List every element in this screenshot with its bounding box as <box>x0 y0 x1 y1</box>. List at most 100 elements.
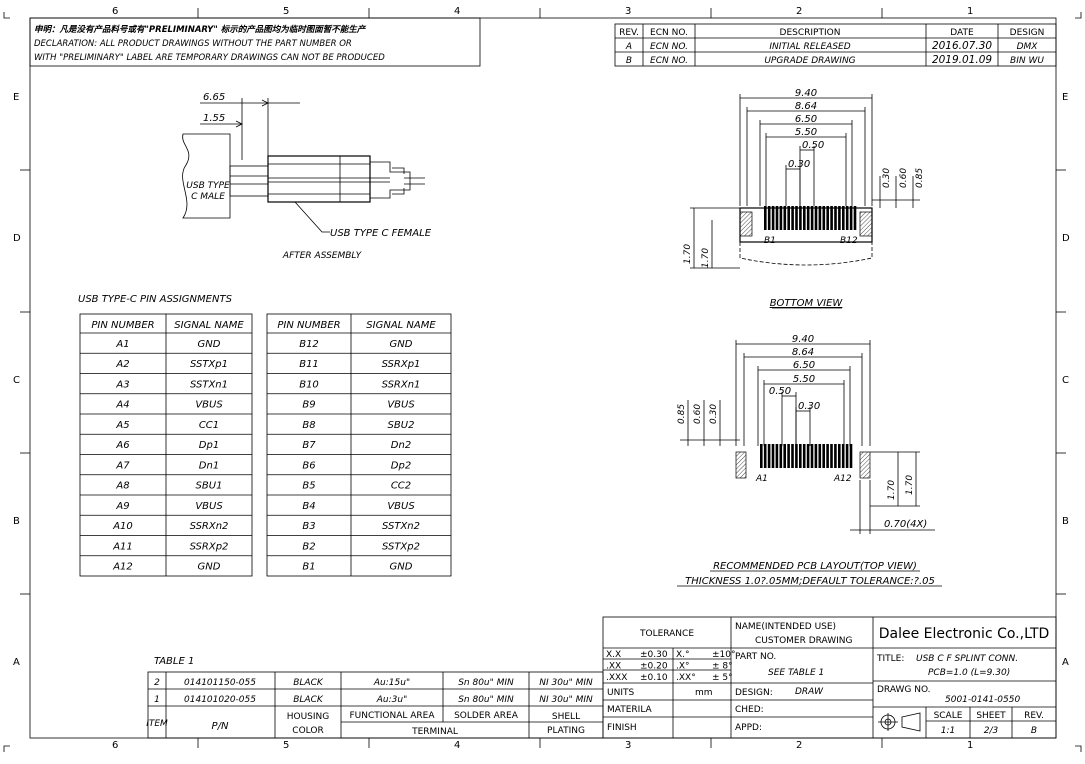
units-value: mm <box>695 688 713 698</box>
bv-contact <box>845 206 849 230</box>
pcb-pad <box>806 444 810 468</box>
pin-cell: B10 <box>299 379 319 390</box>
zone-label: 6 <box>112 6 118 17</box>
pcb-pad <box>838 444 841 468</box>
zone-label: 1 <box>967 6 973 17</box>
bom-cell: BLACK <box>293 695 324 705</box>
bv-pin-b12: B12 <box>840 236 858 246</box>
pin-cell: B7 <box>302 440 316 451</box>
bv-contact <box>849 206 853 230</box>
pin-cell: B11 <box>299 359 319 370</box>
projection-symbol-icon <box>878 712 921 732</box>
pin-cell: A10 <box>112 521 133 532</box>
bom-cell: 014101020-055 <box>184 695 256 705</box>
bom-h-shell: SHELL <box>552 712 580 722</box>
pcb-dim: 9.40 <box>792 334 814 345</box>
bom-title: TABLE 1 <box>154 656 194 667</box>
pcb-pad <box>771 444 775 468</box>
pin-cell: A1 <box>115 339 129 350</box>
zone-labels-bottom: 6 5 4 3 2 1 <box>112 740 973 751</box>
pin-cell: A3 <box>115 379 129 390</box>
pin-cell: B2 <box>302 541 315 552</box>
pin-header: PIN NUMBER <box>277 320 340 331</box>
bv-contact <box>806 206 810 230</box>
pcb-dim: 5.50 <box>793 374 815 385</box>
female-label: USB TYPE C FEMALE <box>330 228 432 239</box>
title-value-1: USB C F SPLINT CONN. <box>916 654 1018 664</box>
drawg-label: DRAWG NO. <box>877 685 931 695</box>
ched-label: CHED: <box>735 705 764 715</box>
bom-h-housing-2: COLOR <box>292 726 323 736</box>
pin-cell: CC1 <box>199 420 219 431</box>
bv-contact <box>810 206 814 230</box>
pcb-pin-a12: A12 <box>833 474 852 484</box>
zone-label: 2 <box>796 6 802 17</box>
male-label-2: C MALE <box>191 192 225 202</box>
pin-cell: B1 <box>302 562 315 573</box>
zone-label: E <box>1062 92 1068 103</box>
pin-cell: SSTXn1 <box>190 379 228 390</box>
bv-contact <box>838 206 841 230</box>
zone-labels-top: 6 5 4 3 2 1 <box>112 6 973 17</box>
rev-value: B <box>1031 726 1037 736</box>
company-name: Dalee Electronic Co.,LTD <box>879 626 1050 642</box>
pin-cell: A2 <box>115 359 129 370</box>
pin-cell: A7 <box>115 460 130 471</box>
tolerance-cell: X.X <box>606 650 621 660</box>
pcb-pad <box>779 444 783 468</box>
pcb-pad <box>845 444 849 468</box>
rev-header: ECN NO. <box>650 28 688 38</box>
bv-dim: 8.64 <box>795 101 817 112</box>
assembly-drawing: 6.65 1.55 USB TYPE C MALE USB TYPE C FEM… <box>182 92 432 261</box>
sheet-label: SHEET <box>976 711 1006 721</box>
pcb-pad <box>810 444 814 468</box>
bom-h-item: ITEM <box>146 719 168 729</box>
rev-cell: 2016.07.30 <box>932 40 992 52</box>
pin-header: SIGNAL NAME <box>174 320 244 331</box>
bom-cell: Au:15u" <box>373 678 410 688</box>
pcb-layout: 9.408.646.505.500.500.30 A1 A12 0.85 0.6… <box>677 334 942 587</box>
appd-label: APPD: <box>735 723 762 733</box>
pcb-dim: 8.64 <box>792 347 814 358</box>
pcb-pad <box>767 444 771 468</box>
bv-contact <box>803 206 806 230</box>
rev-cell: 2019.01.09 <box>932 54 992 66</box>
rev-cell: B <box>626 56 632 66</box>
bom-cell: Sn 80u" MIN <box>458 678 514 688</box>
pcb-dim: 0.30 <box>798 401 820 412</box>
pin-cell: Dn1 <box>199 460 219 471</box>
zone-label: D <box>1062 233 1070 244</box>
pin-header: PIN NUMBER <box>91 320 154 331</box>
pin-cell: CC2 <box>391 481 411 492</box>
bv-vdim: 0.60 <box>899 168 909 188</box>
pcb-pad <box>818 444 822 468</box>
zone-label: 4 <box>454 6 460 17</box>
bv-dim: 9.40 <box>795 88 817 99</box>
pcb-pad <box>783 444 786 468</box>
rev-cell: UPGRADE DRAWING <box>764 56 855 66</box>
rev-cell: A <box>625 42 632 52</box>
tolerance-cell: X.° <box>676 650 690 660</box>
scale-value: 1:1 <box>941 726 955 736</box>
pcb-pad <box>826 444 829 468</box>
pin-cell: GND <box>198 562 221 573</box>
pin-cell: B4 <box>302 501 315 512</box>
pin-cell: SSTXp1 <box>190 359 228 370</box>
pin-cell: A12 <box>112 562 133 573</box>
rev-header: REV. <box>619 28 639 38</box>
bom-cell: Au:3u" <box>376 695 407 705</box>
bv-contact <box>799 206 802 230</box>
pin-cell: SSTXp2 <box>382 541 420 552</box>
bom-h-shell-2: PLATING <box>547 726 585 736</box>
zone-label: 1 <box>967 740 973 751</box>
bv-contact <box>795 206 798 230</box>
pin-cell: VBUS <box>387 501 415 512</box>
bv-pin-b1: B1 <box>764 236 776 246</box>
tolerance-cell: ±0.10 <box>640 673 668 683</box>
pin-cell: Dn2 <box>391 440 411 451</box>
bv-contact <box>791 206 794 230</box>
rev-cell: BIN WU <box>1010 56 1044 66</box>
pin-cell: A4 <box>115 400 129 411</box>
